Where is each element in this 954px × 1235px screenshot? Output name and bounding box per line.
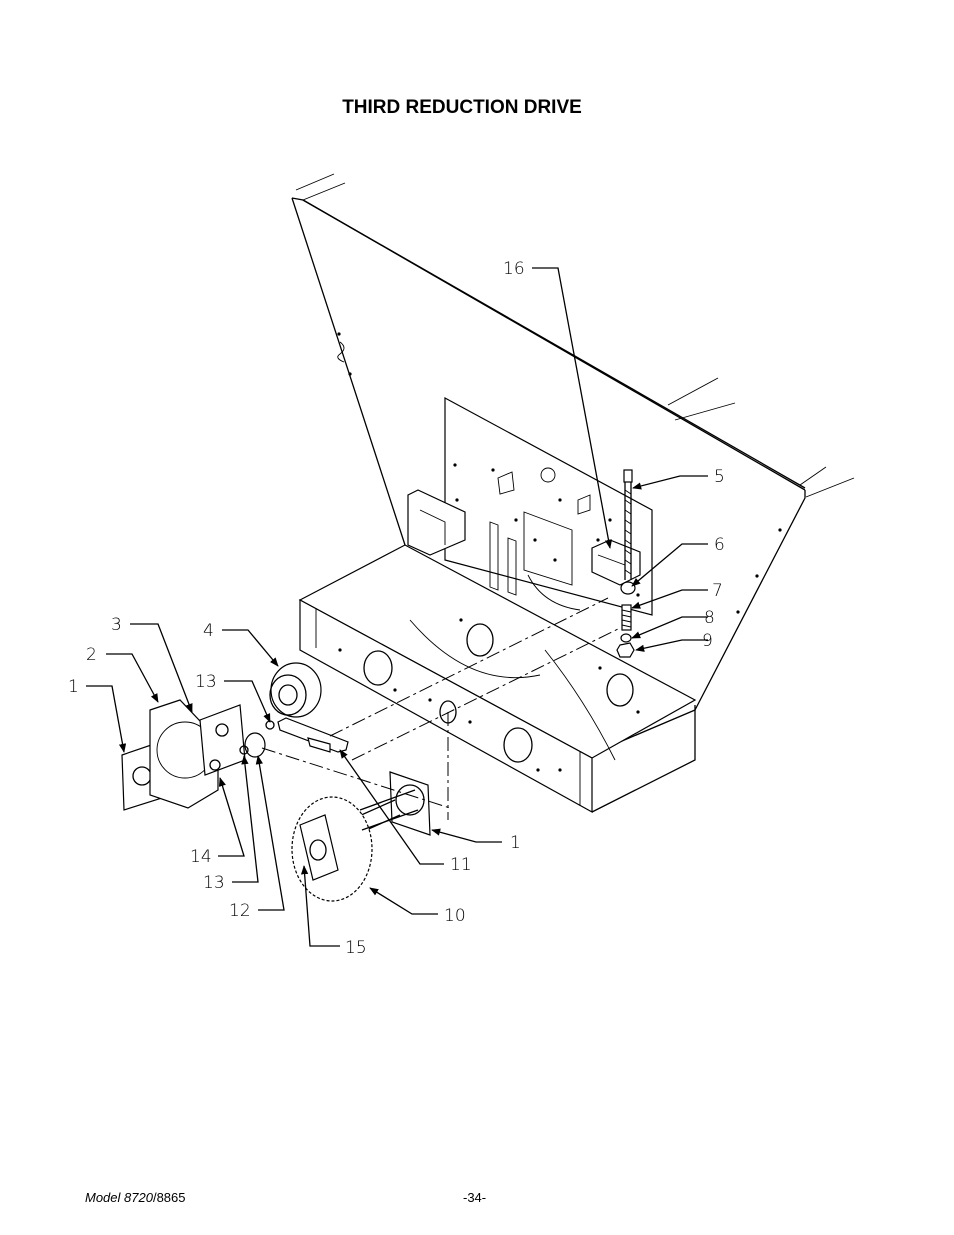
callout-13-upper: 13 — [195, 672, 217, 692]
callout-2: 2 — [86, 645, 97, 665]
frame-channel — [298, 544, 697, 814]
callout-6: 6 — [714, 535, 725, 555]
callout-3: 3 — [111, 615, 122, 635]
callout-1-right: 1 — [510, 833, 521, 853]
idler-arm — [277, 717, 349, 753]
callout-12: 12 — [229, 901, 251, 921]
large-sprocket — [291, 789, 419, 902]
callout-4: 4 — [203, 621, 214, 641]
page-title: THIRD REDUCTION DRIVE — [342, 97, 582, 118]
spacers — [239, 720, 275, 758]
callout-leaders — [86, 267, 708, 947]
callout-5: 5 — [714, 467, 725, 487]
chain-centerlines — [261, 597, 621, 820]
left-shaft-assembly — [121, 699, 246, 811]
callout-8: 8 — [704, 608, 715, 628]
hopper-housing — [291, 173, 855, 759]
callout-11: 11 — [450, 855, 472, 875]
callout-7: 7 — [712, 581, 723, 601]
model-footer: Model 8720/8865 — [85, 1190, 186, 1205]
callout-9: 9 — [702, 631, 713, 651]
left-bracket — [407, 489, 466, 556]
callout-14: 14 — [190, 847, 212, 867]
callout-1-left: 1 — [68, 677, 79, 697]
model-prefix: Model — [85, 1190, 125, 1205]
clutch-pulley — [269, 662, 322, 718]
callout-13-lower: 13 — [203, 873, 225, 893]
callout-16: 16 — [503, 259, 525, 279]
callout-15: 15 — [345, 938, 367, 958]
model-suffix: /8865 — [152, 1190, 186, 1205]
page-number: -34- — [463, 1190, 487, 1205]
adjuster-bolt — [623, 469, 633, 580]
callout-10: 10 — [444, 906, 466, 926]
model-number: 8720 — [124, 1190, 153, 1205]
